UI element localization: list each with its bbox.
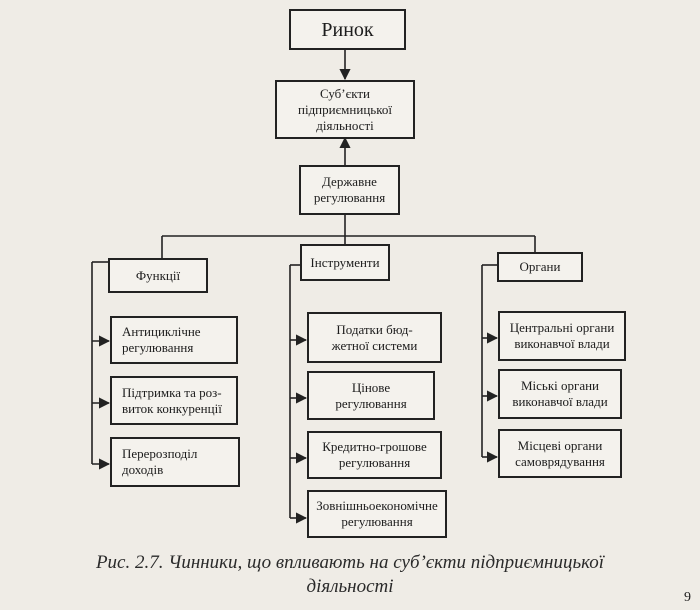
instr-item-monetary: Кредитно-грошове регулювання bbox=[307, 431, 442, 479]
organ-item-central: Центральні органи виконавчої влади bbox=[498, 311, 626, 361]
figure-caption-line2: діяльності bbox=[306, 576, 394, 597]
organ-item-local: Місцеві органи самоврядування bbox=[498, 429, 622, 478]
figure-caption-line1: Рис. 2.7. Чинники, що впливають на суб’є… bbox=[95, 552, 605, 573]
node-functions: Функції bbox=[108, 258, 208, 293]
organ-item-city: Міські органи виконавчої влади bbox=[498, 369, 622, 419]
node-instruments: Інструменти bbox=[300, 244, 390, 281]
instr-item-taxes: Податки бюд- жетної системи bbox=[307, 312, 442, 363]
func-item-countercyclical: Антициклічне регулювання bbox=[110, 316, 238, 364]
node-organs: Органи bbox=[497, 252, 583, 282]
node-subjects: Суб’єкти підприємницької діяльності bbox=[275, 80, 415, 139]
func-item-competition: Підтримка та роз- виток конкуренції bbox=[110, 376, 238, 425]
func-item-redistribution: Перерозподіл доходів bbox=[110, 437, 240, 487]
page-number: 9 bbox=[684, 590, 691, 605]
instr-item-foreign-economic: Зовнішньоекономічне регулювання bbox=[307, 490, 447, 538]
instr-item-price: Цінове регулювання bbox=[307, 371, 435, 420]
node-state-regulation: Державне регулювання bbox=[299, 165, 400, 215]
node-market: Ринок bbox=[289, 9, 406, 50]
